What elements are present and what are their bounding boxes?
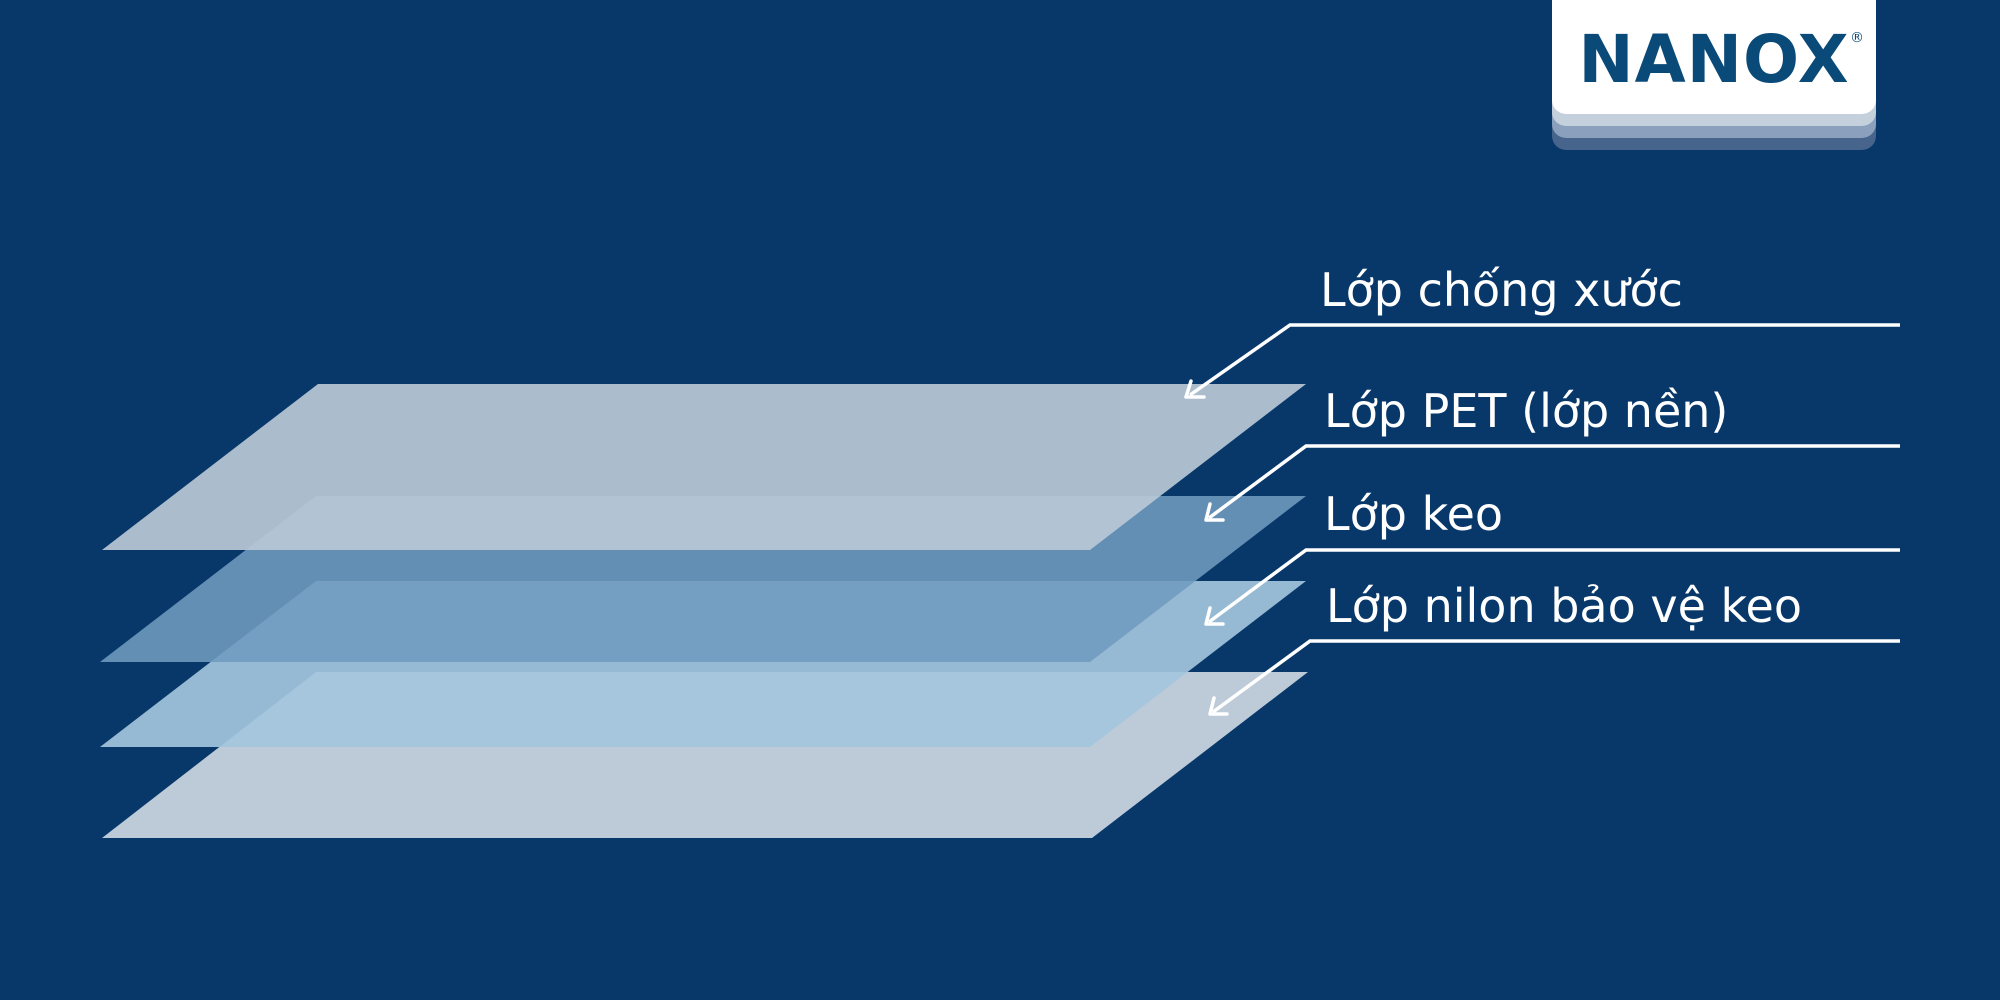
leader-line-scratch-resistant — [1188, 323, 1900, 397]
label-pet-base: Lớp PET (lớp nền) — [1324, 384, 1728, 438]
label-scratch-resistant: Lớp chống xước — [1320, 263, 1683, 317]
leader-line-pet-base — [1207, 444, 1900, 520]
brand-logo: NANOX ® — [1552, 0, 1876, 150]
sheet-scratch-resistant — [102, 384, 1306, 550]
leader-line-nylon-protective — [1211, 639, 1900, 714]
arrowhead-scratch-resistant — [1184, 379, 1206, 399]
arrowhead-pet-base — [1204, 502, 1225, 522]
registered-mark-icon: ® — [1850, 30, 1864, 46]
logo-wordmark: NANOX — [1578, 21, 1850, 98]
label-adhesive: Lớp keo — [1324, 487, 1503, 541]
leader-line-adhesive — [1207, 548, 1900, 624]
arrowhead-nylon-protective — [1208, 696, 1229, 716]
label-nylon-protective: Lớp nilon bảo vệ keo — [1326, 579, 1802, 633]
logo-card: NANOX ® — [1552, 0, 1876, 114]
arrowhead-adhesive — [1204, 606, 1225, 626]
